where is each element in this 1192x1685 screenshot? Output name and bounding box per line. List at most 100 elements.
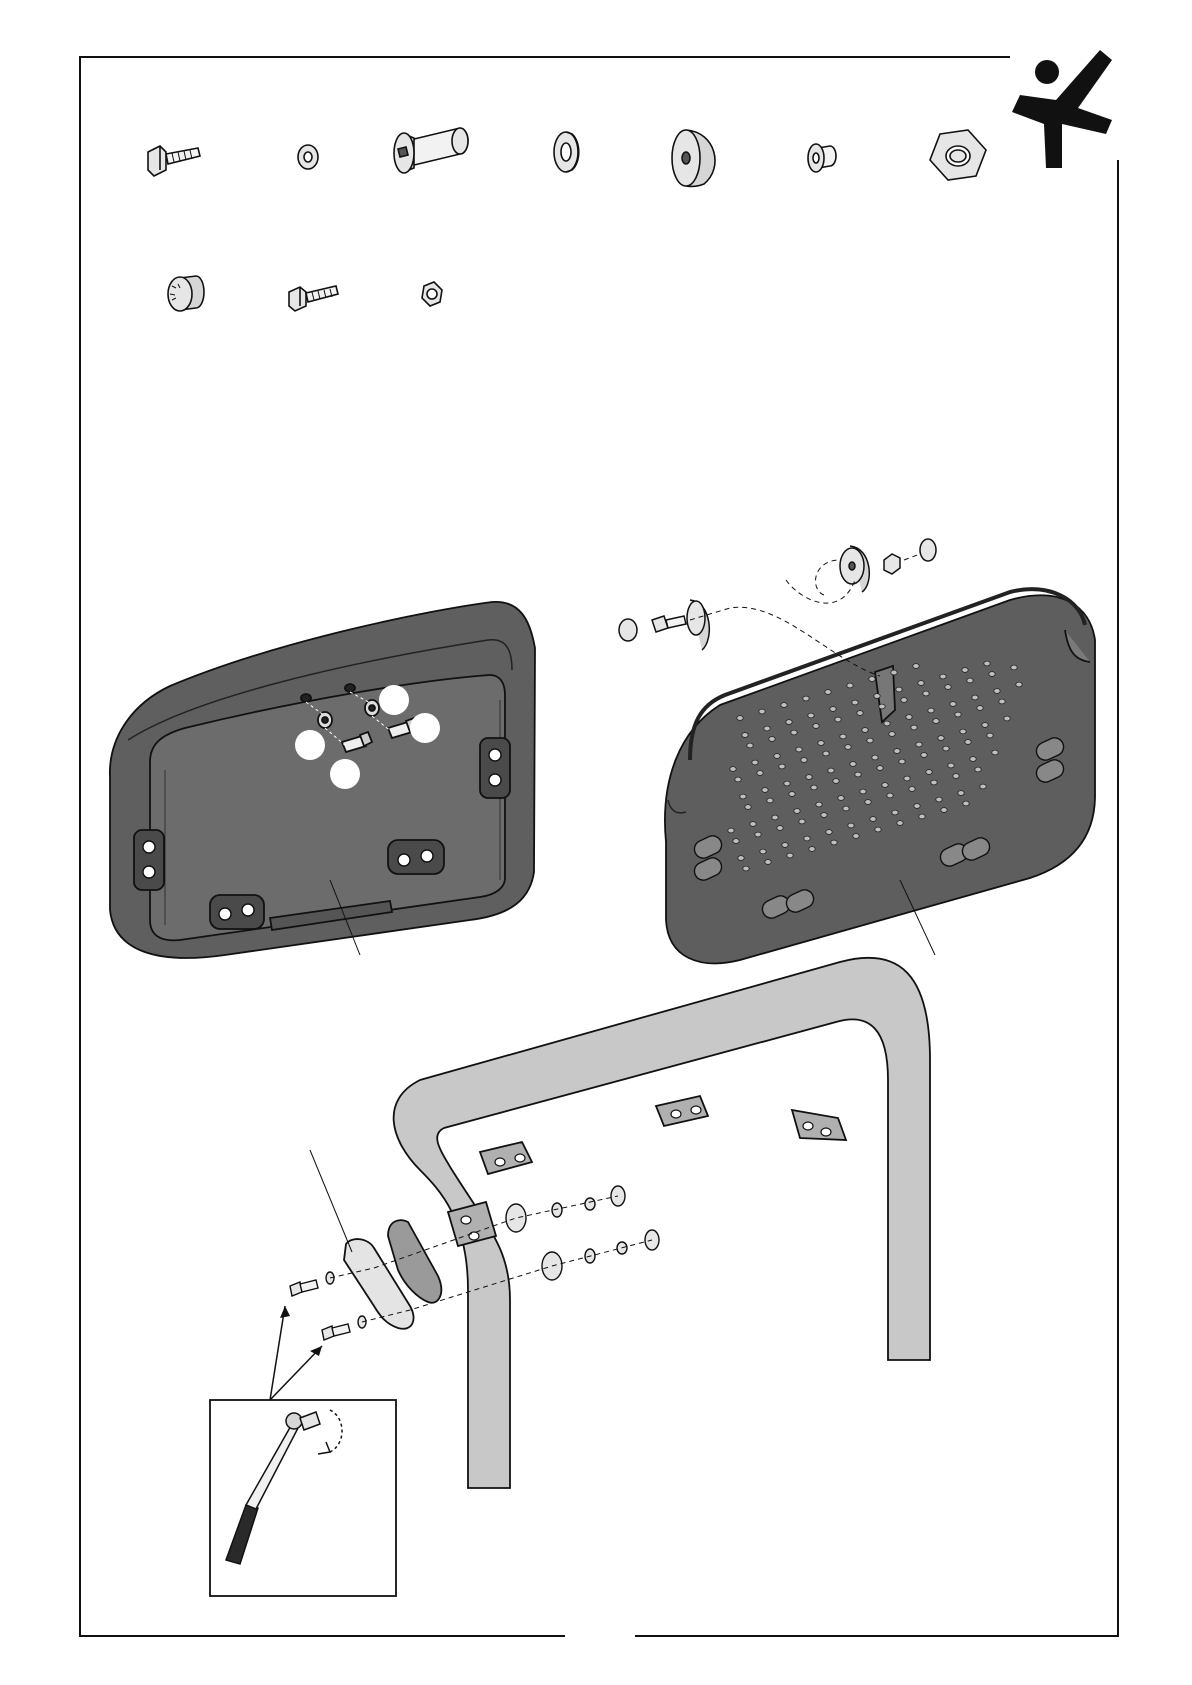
perforation-hole	[918, 681, 924, 686]
small-washer-icon	[298, 145, 318, 169]
perforation-hole	[789, 792, 795, 797]
perforation-hole	[945, 685, 951, 690]
perforation-hole	[970, 757, 976, 762]
perforation-hole	[965, 740, 971, 745]
perforation-hole	[845, 745, 851, 750]
perforation-hole	[728, 828, 734, 833]
perforation-hole	[782, 843, 788, 848]
perforation-hole	[1016, 682, 1022, 687]
perforation-hole	[874, 694, 880, 699]
perforation-hole	[821, 813, 827, 818]
perforation-hole	[826, 830, 832, 835]
perforation-hole	[862, 728, 868, 733]
perforation-hole	[955, 712, 961, 717]
perforation-hole	[743, 866, 749, 871]
perforation-hole	[787, 853, 793, 858]
perforation-hole	[853, 834, 859, 839]
perforation-hole	[882, 783, 888, 788]
figure-logo-icon	[1012, 50, 1112, 168]
perforation-hole	[762, 788, 768, 793]
perforation-hole	[923, 691, 929, 696]
perforation-hole	[879, 704, 885, 709]
perforation-hole	[823, 751, 829, 756]
perforation-hole	[870, 817, 876, 822]
perforation-hole	[984, 661, 990, 666]
parts-list	[148, 128, 986, 187]
perforation-hole	[875, 827, 881, 832]
perforation-hole	[994, 689, 1000, 694]
flat-washer-icon	[554, 132, 579, 172]
perforation-hole	[860, 789, 866, 794]
perforation-hole	[921, 753, 927, 758]
end-cap-icon	[168, 276, 204, 311]
perforation-hole	[735, 777, 741, 782]
dome-spacer-icon	[672, 130, 715, 187]
perforation-hole	[938, 736, 944, 741]
perforation-hole	[755, 832, 761, 837]
perforation-hole	[769, 737, 775, 742]
perforation-hole	[811, 785, 817, 790]
perforation-hole	[857, 711, 863, 716]
hex-bolt-icon	[148, 146, 200, 176]
seat-panel-perforated	[619, 539, 1095, 963]
perforation-hole	[872, 755, 878, 760]
perforation-hole	[784, 781, 790, 786]
perforation-hole	[747, 743, 753, 748]
perforation-hole	[1004, 716, 1010, 721]
perforation-hole	[967, 678, 973, 683]
perforation-hole	[757, 771, 763, 776]
perforation-hole	[911, 725, 917, 730]
perforation-hole	[933, 719, 939, 724]
perforation-hole	[962, 668, 968, 673]
short-bolt-icon	[289, 286, 338, 311]
perforation-hole	[831, 840, 837, 845]
perforation-hole	[738, 856, 744, 861]
hex-nut-large-icon	[930, 130, 986, 180]
perforation-hole	[953, 774, 959, 779]
perforation-hole	[801, 758, 807, 763]
perforation-hole	[730, 767, 736, 772]
perforation-hole	[972, 695, 978, 700]
perforation-hole	[906, 715, 912, 720]
perforation-hole	[813, 724, 819, 729]
perforation-hole	[818, 741, 824, 746]
perforation-hole	[877, 766, 883, 771]
perforation-hole	[835, 717, 841, 722]
perforation-hole	[936, 797, 942, 802]
perforation-hole	[855, 772, 861, 777]
perforation-hole	[767, 798, 773, 803]
perforation-hole	[887, 793, 893, 798]
parts-list-row2	[168, 276, 442, 311]
perforation-hole	[752, 760, 758, 765]
perforation-hole	[865, 800, 871, 805]
backrest-panel-front	[110, 602, 535, 958]
perforation-hole	[928, 708, 934, 713]
perforation-hole	[913, 664, 919, 669]
perforation-hole	[809, 847, 815, 852]
perforation-hole	[786, 720, 792, 725]
perforation-hole	[803, 696, 809, 701]
perforation-hole	[977, 706, 983, 711]
detail-inset	[210, 1306, 396, 1596]
perforation-hole	[850, 762, 856, 767]
perforation-hole	[779, 764, 785, 769]
perforation-hole	[806, 775, 812, 780]
perforation-hole	[926, 770, 932, 775]
perforation-hole	[940, 674, 946, 679]
perforation-hole	[796, 747, 802, 752]
perforation-hole	[808, 713, 814, 718]
perforation-hole	[980, 784, 986, 789]
perforation-hole	[919, 814, 925, 819]
perforation-hole	[989, 672, 995, 677]
perforation-hole	[894, 749, 900, 754]
perforation-hole	[869, 677, 875, 682]
flanged-bushing-icon	[808, 144, 836, 172]
perforation-hole	[777, 826, 783, 831]
perforation-hole	[892, 810, 898, 815]
perforation-hole	[931, 780, 937, 785]
perforation-hole	[941, 808, 947, 813]
perforation-hole	[987, 733, 993, 738]
perforation-hole	[889, 732, 895, 737]
perforation-hole	[975, 767, 981, 772]
